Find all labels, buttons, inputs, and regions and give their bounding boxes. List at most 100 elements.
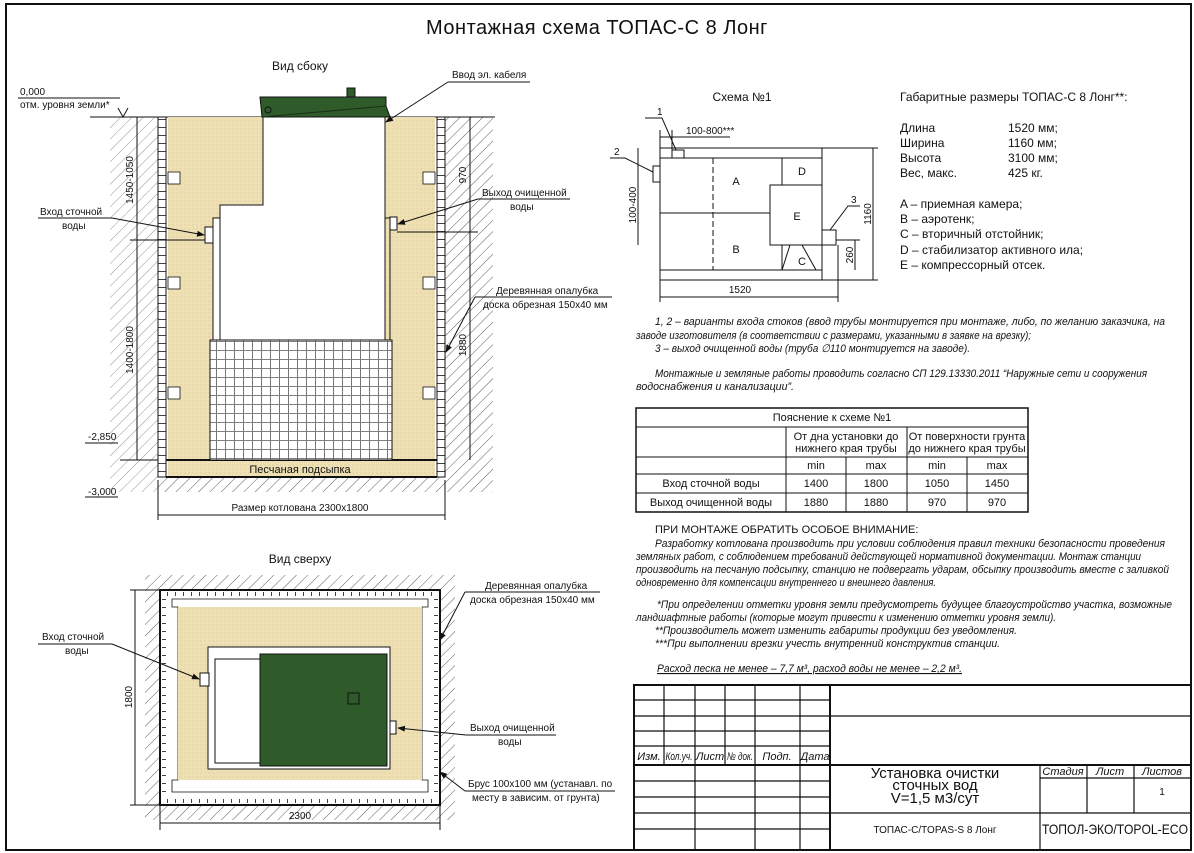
dim-right-top: 970	[458, 166, 469, 183]
level-3000: -3,000	[88, 487, 117, 498]
attention-line: Разработку котлована производить при усл…	[655, 538, 1165, 550]
outlet-label-line1: Выход очищенной	[482, 188, 567, 199]
inlet-pipe-top	[199, 672, 210, 687]
attention-line: производить на песчаную подсыпку, станци…	[636, 564, 1169, 576]
formwork-right	[436, 116, 446, 478]
sand-bed-label: Песчаная подсыпка	[249, 464, 351, 476]
spec-value: 3100 мм;	[1008, 151, 1058, 165]
legend-item: B – аэротенк;	[900, 212, 974, 226]
tb-header: № док.	[727, 751, 753, 763]
beam-label-line1: Брус 100х100 мм (устанавл. по	[468, 779, 613, 790]
cable-entry-label: Ввод эл. кабеля	[452, 69, 526, 81]
zone-e: E	[793, 211, 800, 223]
level-2850: -2,850	[88, 432, 117, 443]
outlet-pipe	[389, 216, 398, 231]
notes: 1, 2 – варианты входа стоков (ввод трубы…	[635, 316, 1165, 393]
formwork-left	[157, 116, 167, 478]
tank-bottom-mesh	[209, 339, 393, 461]
explanation-table: Пояснение к схеме №1 От дна установки до…	[635, 407, 1029, 513]
level-zero-note: отм. уровня земли*	[20, 100, 110, 111]
spec-value: 425 кг.	[1008, 166, 1043, 180]
spec-label: Вес, макс.	[900, 166, 957, 180]
tb-stage-label: Стадия	[1042, 766, 1083, 778]
drawing-title: Монтажная схема ТОПАС-С 8 Лонг	[426, 17, 768, 39]
note-line: заводе изготовителя (в соответствии с ра…	[635, 330, 1031, 342]
table-subheader: max	[866, 460, 887, 472]
spec-value: 1520 мм;	[1008, 121, 1058, 135]
spec-label: Ширина	[900, 136, 945, 150]
dim-outlet: 260	[845, 246, 856, 263]
tb-name-line: Установка очистки	[871, 765, 1000, 782]
zone-d: D	[798, 166, 806, 178]
note-line: 3 – выход очищенной воды (труба ∅110 мон…	[655, 343, 970, 355]
dim-left-top: 1450-1050	[125, 156, 136, 204]
zone-c: C	[798, 256, 806, 268]
lid-hatch-icon	[347, 692, 360, 705]
tank-lid	[259, 96, 391, 118]
footnote: **Производитель может изменить габариты …	[655, 625, 1017, 637]
attention-notes: ПРИ МОНТАЖЕ ОБРАТИТЬ ОСОБОЕ ВНИМАНИЕ: Ра…	[635, 524, 1172, 675]
legend-item: E – компрессорный отсек.	[900, 258, 1045, 272]
dim-width: 1160	[863, 203, 874, 225]
legend-item: D – стабилизатор активного ила;	[900, 243, 1083, 257]
cell: 1880	[864, 497, 888, 509]
spec-label: Длина	[900, 121, 935, 135]
row-label: Выход очищенной воды	[650, 497, 772, 509]
scheme-title: Схема №1	[712, 90, 771, 104]
outlet-label-line2: воды	[510, 202, 534, 213]
spec-label: Высота	[900, 151, 942, 165]
table-subheader: max	[987, 460, 1008, 472]
table-group-header: нижнего края трубы	[795, 443, 897, 455]
formwork-label-line2: доска обрезная 150х40 мм	[483, 299, 608, 311]
tank-body	[212, 116, 386, 341]
top-dim-width: 2300	[289, 811, 312, 822]
side-view-title: Вид сбоку	[272, 59, 328, 73]
lid-lock-icon	[264, 106, 272, 114]
dim-length: 1520	[729, 285, 752, 296]
tb-name-line: сточных вод	[892, 777, 978, 794]
table-subheader: min	[807, 460, 825, 472]
cell: 1400	[804, 478, 828, 490]
tb-sheets-label: Листов	[1141, 766, 1182, 778]
inlet-label-line1: Вход сточной	[40, 207, 102, 218]
sheet-frame	[5, 3, 1192, 851]
footnote: ландшафтные работы (которые могут привес…	[635, 612, 1056, 624]
top-inlet-label-line1: Вход сточной	[42, 632, 104, 643]
level-zero: 0,000	[20, 87, 45, 98]
pit-size-label: Размер котлована 2300х1800	[232, 503, 369, 514]
table-row: Выход очищенной воды 1880 1880 970 970	[650, 497, 1006, 509]
tb-model: ТОПАС-С/TOPAS-S 8 Лонг	[873, 825, 996, 836]
top-view-title: Вид сверху	[269, 552, 332, 566]
callout-1: 1	[657, 107, 663, 118]
legend-item: A – приемная камера;	[900, 197, 1022, 211]
side-view: Вид сбоку Песчаная подсыпка	[18, 59, 612, 520]
callout-3: 3	[851, 195, 857, 206]
tb-sheet-label: Лист	[1095, 766, 1124, 778]
beam-label-line2: месту в зависим. от грунта)	[472, 793, 600, 804]
footnote: *При определении отметки уровня земли пр…	[657, 599, 1172, 611]
wall-ribs	[167, 171, 436, 400]
dim-inlet-offset: 100-800***	[686, 126, 734, 137]
soil-hatch-right	[445, 117, 493, 492]
pipe-1	[671, 149, 685, 159]
row-label: Вход сточной воды	[662, 478, 759, 490]
pipe-3	[821, 229, 837, 246]
cell: 970	[928, 497, 946, 509]
top-outlet-label-line1: Выход очищенной	[470, 723, 555, 734]
title-block: Изм. Кол.уч. Лист № док. Подп. Дата Стад…	[633, 684, 1192, 851]
dim-right-bottom: 1880	[458, 333, 469, 356]
note-line: 1, 2 – варианты входа стоков (ввод трубы…	[655, 316, 1165, 328]
pipe-2	[652, 165, 661, 183]
table-row: Вход сточной воды 1400 1800 1050 1450	[662, 478, 1009, 490]
note-line: Монтажные и земляные работы проводить со…	[655, 368, 1147, 380]
cell: 1050	[925, 478, 949, 490]
tb-company: ТОПОЛ-ЭКО/TOPOL-ECO	[1042, 821, 1188, 837]
table-title: Пояснение к схеме №1	[773, 412, 892, 424]
tb-header: Подп.	[762, 751, 791, 763]
top-formwork-label-line1: Деревянная опалубка	[485, 580, 588, 592]
zone-a: A	[732, 176, 740, 188]
legend-item: C – вторичный отстойник;	[900, 227, 1044, 241]
table-group-header: От поверхности грунта	[909, 431, 1026, 443]
tb-header: Дата	[798, 751, 829, 763]
